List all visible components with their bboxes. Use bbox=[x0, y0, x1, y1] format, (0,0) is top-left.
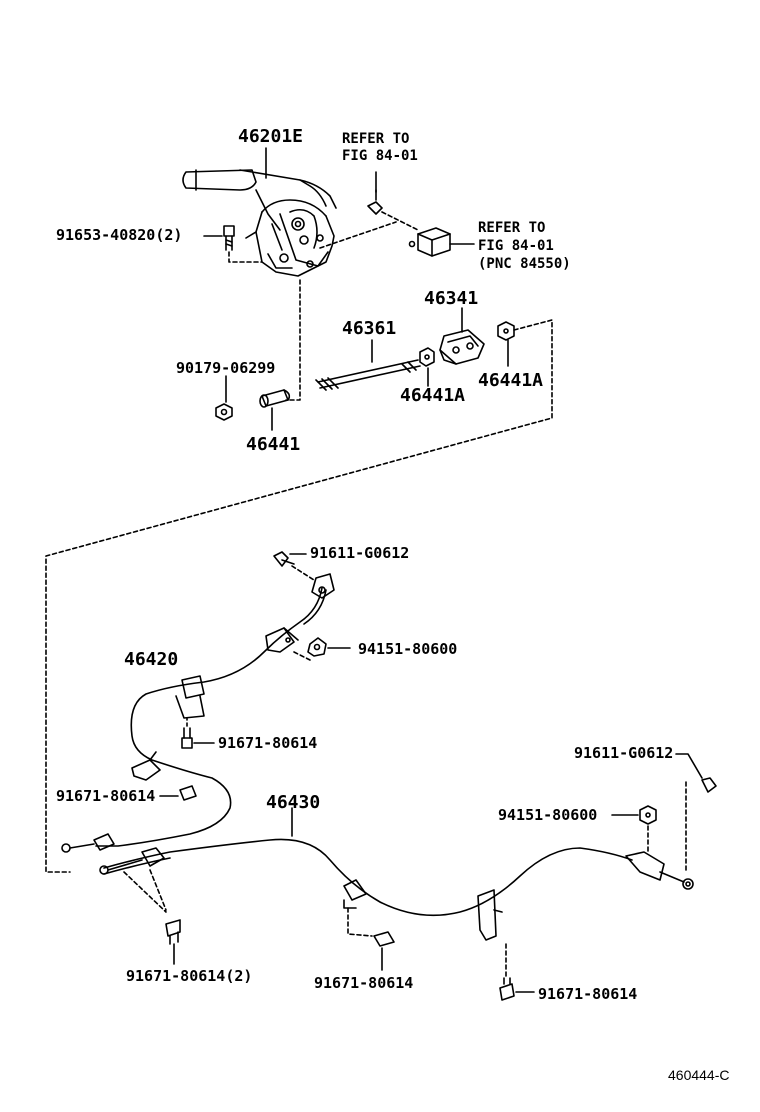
document-id: 460444-C bbox=[668, 1067, 730, 1083]
part-label-91671-80614-lower: 91671-80614 bbox=[56, 787, 156, 805]
parking-brake-lever bbox=[182, 169, 337, 277]
nut-90179-icon bbox=[215, 403, 233, 421]
equalizer bbox=[439, 329, 485, 365]
nut-46441-icon bbox=[259, 389, 291, 408]
screw-ref-icon bbox=[367, 189, 383, 215]
reference-note-2-line-1: REFER TO bbox=[478, 220, 546, 236]
part-label-90179-06299: 90179-06299 bbox=[176, 359, 276, 377]
bolt-91653-icon bbox=[223, 225, 235, 251]
part-label-91671-80614-2: 91671-80614(2) bbox=[126, 967, 253, 985]
reference-note-1-line-2: FIG 84-01 bbox=[342, 148, 418, 164]
switch-block-icon bbox=[408, 227, 451, 257]
bolt-bottom-left-icon bbox=[165, 919, 181, 945]
part-label-91671-80614-right: 91671-80614 bbox=[538, 985, 638, 1003]
reference-note-2-line-2: FIG 84-01 bbox=[478, 238, 554, 254]
part-label-46420: 46420 bbox=[124, 649, 179, 670]
cable-46430 bbox=[99, 838, 694, 941]
bolt-bottom-mid-icon bbox=[373, 931, 395, 947]
reference-note-2-line-3: (PNC 84550) bbox=[478, 256, 571, 272]
nut-94151-rear-icon bbox=[639, 805, 657, 825]
part-label-94151-80600-top: 94151-80600 bbox=[358, 640, 458, 658]
nut-46441a-mid-icon bbox=[419, 347, 435, 367]
part-label-46201e: 46201E bbox=[238, 126, 304, 147]
part-label-46441a-right: 46441A bbox=[478, 370, 544, 391]
bolt-91671-lower-icon bbox=[179, 785, 197, 801]
cable-46420 bbox=[61, 573, 335, 853]
bolt-bottom-right-icon bbox=[499, 977, 515, 1001]
part-label-91653-40820: 91653-40820(2) bbox=[56, 226, 183, 244]
adjusting-rod bbox=[315, 359, 421, 391]
part-label-46441a-mid: 46441A bbox=[400, 385, 466, 406]
part-label-91671-80614-upper: 91671-80614 bbox=[218, 734, 318, 752]
part-label-91671-80614-mid: 91671-80614 bbox=[314, 974, 414, 992]
part-label-94151-80600-rear: 94151-80600 bbox=[498, 806, 598, 824]
part-label-91611-g0612-top: 91611-G0612 bbox=[310, 544, 410, 562]
bolt-91611-rear-icon bbox=[701, 777, 717, 793]
part-label-46361: 46361 bbox=[342, 318, 397, 339]
part-label-46341: 46341 bbox=[424, 288, 479, 309]
bolt-91611-top-icon bbox=[273, 551, 295, 567]
part-label-46430: 46430 bbox=[266, 792, 321, 813]
part-label-46441: 46441 bbox=[246, 434, 301, 455]
nut-94151-top-icon bbox=[307, 637, 327, 657]
bolt-91671-upper-icon bbox=[181, 727, 193, 749]
reference-note-1-line-1: REFER TO bbox=[342, 131, 410, 147]
part-label-91611-g0612-rear: 91611-G0612 bbox=[574, 744, 674, 762]
nut-46441a-right-icon bbox=[497, 321, 515, 341]
